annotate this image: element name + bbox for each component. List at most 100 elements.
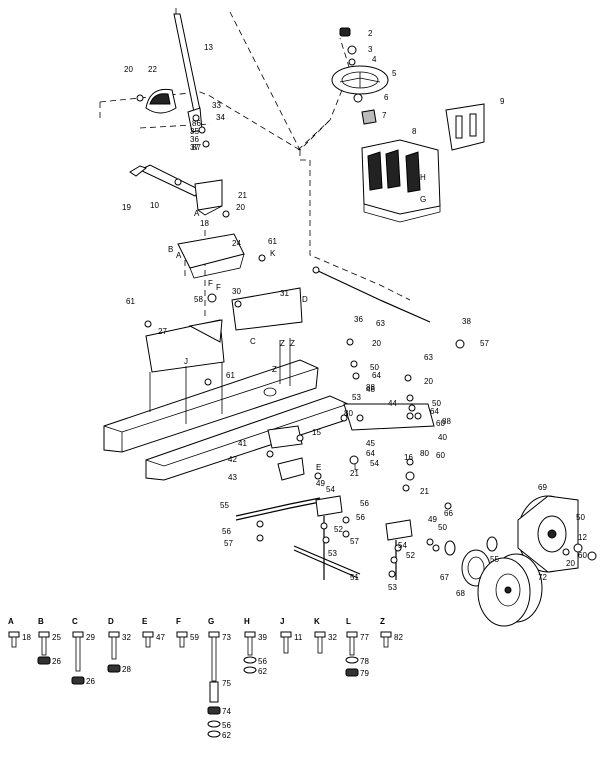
callout: 8 xyxy=(412,127,417,136)
callout: 19 xyxy=(122,203,131,212)
dash-panel xyxy=(361,139,441,223)
callout: 42 xyxy=(228,455,237,464)
washer xyxy=(207,720,221,728)
hardware-part-number: 47 xyxy=(156,633,165,642)
bolt-head xyxy=(38,631,50,638)
hardware-part-number: 82 xyxy=(394,633,403,642)
callout: 35 xyxy=(190,127,199,136)
bolt-head xyxy=(176,631,188,638)
upper-bracket xyxy=(177,233,245,279)
washer xyxy=(345,656,359,664)
callout: H xyxy=(420,173,426,182)
callout: 20 xyxy=(424,377,433,386)
callout: 21 xyxy=(238,191,247,200)
callout: 69 xyxy=(538,483,547,492)
callout: F xyxy=(208,279,213,288)
bolt-head xyxy=(208,631,220,638)
steering-cap-parts xyxy=(339,27,377,125)
callout: 57 xyxy=(350,537,359,546)
bolt-shank xyxy=(247,636,253,656)
callout: 21 xyxy=(350,469,359,478)
callout: 49 xyxy=(428,515,437,524)
nut xyxy=(107,664,121,673)
bolt-head xyxy=(244,631,256,638)
callout: 4 xyxy=(372,55,377,64)
callout: 86 xyxy=(192,119,201,128)
hardware-letter: A xyxy=(8,617,14,626)
callout: 50 xyxy=(438,523,447,532)
callout: 57 xyxy=(224,539,233,548)
hardware-part-number: 18 xyxy=(22,633,31,642)
bolt-shank xyxy=(383,636,389,648)
hardware-part-number: 39 xyxy=(258,633,267,642)
callout: 64 xyxy=(366,449,375,458)
steering-gear-sector xyxy=(136,88,177,114)
hardware-part-number: 32 xyxy=(328,633,337,642)
bolt-shank xyxy=(211,636,217,682)
callout: 56 xyxy=(360,499,369,508)
callout: B xyxy=(168,245,173,254)
mount-plate xyxy=(231,287,303,331)
callout: 60 xyxy=(436,419,445,428)
callout: 60 xyxy=(436,451,445,460)
callout: 61 xyxy=(268,237,277,246)
callout: A xyxy=(176,251,182,260)
callout: Z xyxy=(280,339,285,348)
hardware-part-number: 32 xyxy=(122,633,131,642)
bolt-head xyxy=(8,631,20,638)
wheel-hardware xyxy=(562,543,597,561)
callout: 6 xyxy=(384,93,389,102)
callout: 30 xyxy=(232,287,241,296)
bolt-head xyxy=(280,631,292,638)
bolt-head xyxy=(108,631,120,638)
callout: Z xyxy=(272,365,277,374)
callout: 52 xyxy=(334,525,343,534)
callout: 45 xyxy=(366,439,375,448)
hardware-part-number: 25 xyxy=(52,633,61,642)
steering-wheel xyxy=(331,65,389,95)
small-fasteners xyxy=(144,114,465,578)
callout: 50 xyxy=(432,399,441,408)
hardware-part-number: 29 xyxy=(86,633,95,642)
callout: 80 xyxy=(420,449,429,458)
hardware-letter: G xyxy=(208,617,214,626)
hardware-part-number: 56 xyxy=(222,721,231,730)
front-wheel-lower xyxy=(477,553,543,627)
callout: E xyxy=(316,463,321,472)
callout: 56 xyxy=(222,527,231,536)
callout: 21 xyxy=(420,487,429,496)
hardware-letter: E xyxy=(142,617,148,626)
nut xyxy=(345,668,359,677)
callout: 20 xyxy=(566,559,575,568)
callout: 68 xyxy=(456,589,465,598)
callout: A xyxy=(194,209,200,218)
callout: 16 xyxy=(404,453,413,462)
callout: 43 xyxy=(228,473,237,482)
callout: 49 xyxy=(316,479,325,488)
callout: 20 xyxy=(372,339,381,348)
bolt-head xyxy=(142,631,154,638)
hardware-part-number: 79 xyxy=(360,669,369,678)
callout: F xyxy=(216,283,221,292)
hardware-item-f: F59 xyxy=(176,617,199,648)
hardware-legend: A18B2526C2926D3228E47F59G7375745662H3956… xyxy=(8,617,403,740)
callout: 58 xyxy=(194,295,203,304)
callout: 38 xyxy=(462,317,471,326)
callout: 80 xyxy=(344,409,353,418)
callout: 53 xyxy=(388,583,397,592)
callout: 2 xyxy=(368,29,373,38)
tie-rod xyxy=(293,545,361,579)
hardware-part-number: 28 xyxy=(122,665,131,674)
bolt-head xyxy=(346,631,358,638)
callout: 22 xyxy=(148,65,157,74)
hardware-part-number: 74 xyxy=(222,707,231,716)
callout: 54 xyxy=(326,485,335,494)
hardware-letter: D xyxy=(108,617,114,626)
bolt-shank xyxy=(111,636,117,660)
callout: 18 xyxy=(200,219,209,228)
callout: 52 xyxy=(406,551,415,560)
